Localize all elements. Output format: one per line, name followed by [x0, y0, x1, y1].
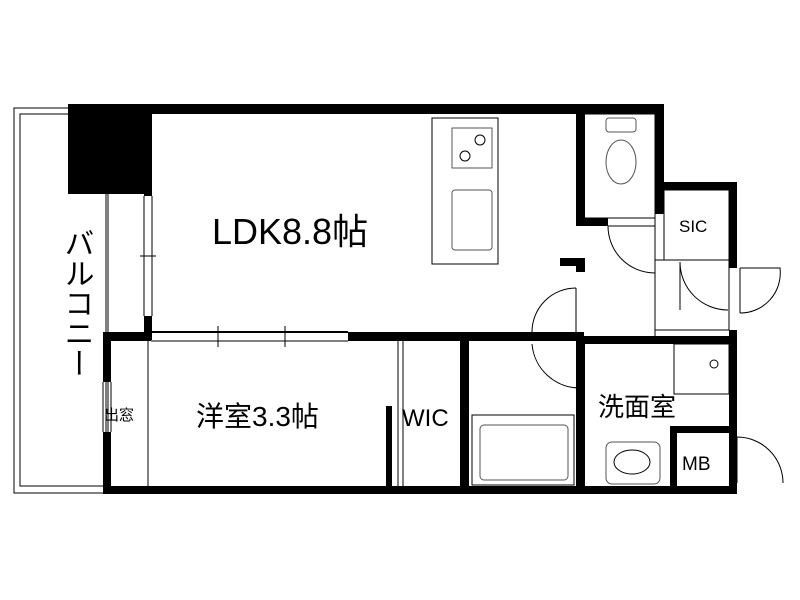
washroom-fixtures	[605, 343, 730, 485]
wic-partition	[397, 341, 404, 486]
ldk-door	[531, 287, 577, 333]
sic-label: SIC	[679, 217, 707, 236]
western-room-label: 洋室3.3帖	[196, 401, 319, 432]
kitchen-sink	[451, 189, 493, 251]
balcony	[13, 107, 109, 494]
entrance-area	[654, 214, 730, 336]
toilet	[583, 113, 656, 219]
entrance-door	[679, 261, 781, 314]
stove	[451, 127, 493, 169]
kitchen-counter	[431, 117, 499, 265]
mb-label: MB	[682, 454, 711, 475]
bathroom	[471, 414, 575, 486]
interior-walls	[103, 108, 734, 492]
ldk-window	[140, 196, 156, 316]
washbasin	[605, 441, 661, 485]
ldk-label: LDK8.8帖	[212, 211, 368, 252]
balcony-label: バルコニー	[60, 228, 93, 378]
wic-label: WIC	[402, 405, 449, 432]
toilet-bowl	[605, 139, 637, 185]
exterior-walls	[68, 104, 737, 494]
western-room-window	[102, 341, 149, 486]
washroom-label: 洗面室	[598, 392, 676, 422]
sliding-partition	[151, 326, 348, 347]
structural-column	[68, 108, 152, 194]
bathtub	[479, 424, 569, 481]
bay-window-label: 出窓	[104, 406, 134, 424]
washroom-door	[531, 343, 581, 389]
toilet-door	[607, 225, 656, 274]
toilet-tank	[605, 117, 637, 133]
mb-door	[736, 436, 784, 484]
